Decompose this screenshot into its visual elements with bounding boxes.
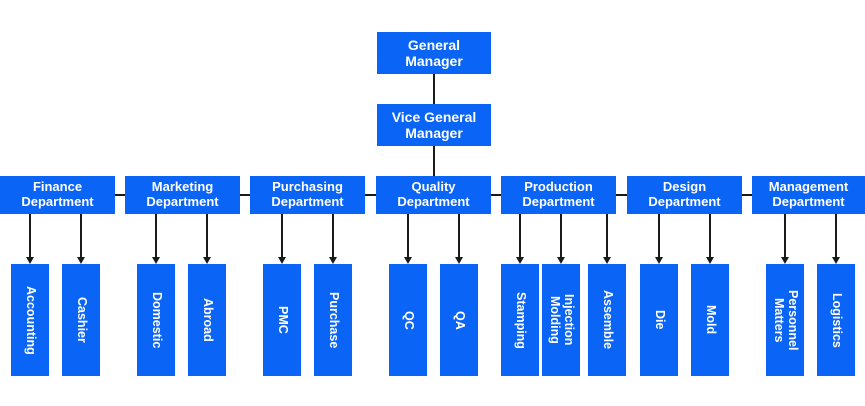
node-label-mold: Mold [703, 305, 718, 335]
arrowhead-die [655, 257, 663, 264]
edge-dept-link-1 [240, 194, 250, 196]
node-label-die: Die [652, 310, 667, 330]
edge-quality-qa [458, 214, 460, 259]
node-purchase[interactable]: Purchase [314, 264, 352, 376]
node-accounting[interactable]: Accounting [11, 264, 49, 376]
edge-dept-link-0 [115, 194, 125, 196]
arrowhead-qc [404, 257, 412, 264]
node-label-abroad: Abroad [200, 298, 215, 342]
edge-dept-link-3 [491, 194, 501, 196]
node-label-cashier: Cashier [74, 297, 89, 343]
edge-dept-link-5 [742, 194, 752, 196]
arrowhead-domestic [152, 257, 160, 264]
edge-design-mold [709, 214, 711, 259]
edge-finance-cashier [80, 214, 82, 259]
edge-vgm-quality [433, 146, 435, 176]
arrowhead-assemble [603, 257, 611, 264]
node-die[interactable]: Die [640, 264, 678, 376]
edge-design-die [658, 214, 660, 259]
node-label-qa: QA [452, 310, 467, 330]
node-label-purchase: Purchase [326, 291, 341, 349]
node-label-pmc: PMC [275, 306, 290, 334]
node-domestic[interactable]: Domestic [137, 264, 175, 376]
node-label-assemble: Assemble [600, 290, 615, 350]
node-label-stamping: Stamping [513, 291, 528, 349]
node-label-accounting: Accounting [23, 285, 38, 355]
arrowhead-abroad [203, 257, 211, 264]
node-stamping[interactable]: Stamping [501, 264, 539, 376]
arrowhead-cashier [77, 257, 85, 264]
arrowhead-personnel [781, 257, 789, 264]
node-label-domestic: Domestic [149, 291, 164, 349]
arrowhead-stamping [516, 257, 524, 264]
edge-purchasing-pmc [281, 214, 283, 259]
arrowhead-mold [706, 257, 714, 264]
edge-quality-qc [407, 214, 409, 259]
edge-purchasing-purchase [332, 214, 334, 259]
edge-marketing-domestic [155, 214, 157, 259]
node-assemble[interactable]: Assemble [588, 264, 626, 376]
arrowhead-accounting [26, 257, 34, 264]
node-label-logistics: Logistics [829, 292, 844, 348]
edge-production-stamping [519, 214, 521, 259]
node-mold[interactable]: Mold [691, 264, 729, 376]
node-label-qc: QC [401, 310, 416, 330]
edge-management-personnel [784, 214, 786, 259]
edge-marketing-abroad [206, 214, 208, 259]
arrowhead-qa [455, 257, 463, 264]
edge-management-logistics [835, 214, 837, 259]
edge-production-assemble [606, 214, 608, 259]
node-logistics[interactable]: Logistics [817, 264, 855, 376]
edge-gm-vgm [433, 74, 435, 104]
arrowhead-purchase [329, 257, 337, 264]
node-qc[interactable]: QC [389, 264, 427, 376]
node-cashier[interactable]: Cashier [62, 264, 100, 376]
edge-finance-accounting [29, 214, 31, 259]
edge-dept-link-4 [616, 194, 627, 196]
arrowhead-pmc [278, 257, 286, 264]
arrowhead-logistics [832, 257, 840, 264]
node-abroad[interactable]: Abroad [188, 264, 226, 376]
node-pmc[interactable]: PMC [263, 264, 301, 376]
arrowhead-injection [557, 257, 565, 264]
node-qa[interactable]: QA [440, 264, 478, 376]
edge-dept-link-2 [365, 194, 376, 196]
edge-production-injection [560, 214, 562, 259]
